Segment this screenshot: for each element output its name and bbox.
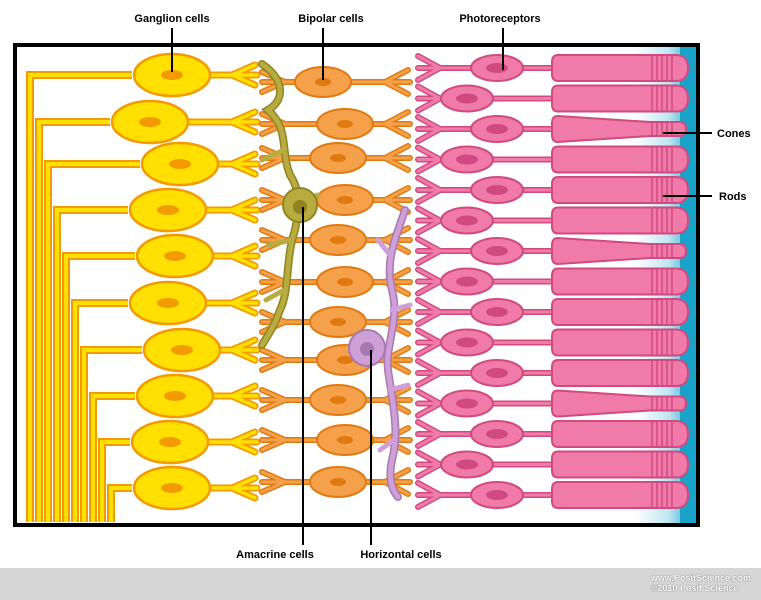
rod-cell (415, 144, 690, 175)
ganglion-cell (44, 141, 261, 522)
watermark-url: www.PositScience.com (650, 573, 751, 583)
rod-cell (415, 480, 690, 510)
rod-cell (415, 358, 690, 388)
ganglion-cell (80, 327, 261, 522)
ganglion-cell (89, 373, 261, 522)
watermark: www.PositScience.com ©2010 Posit Science (651, 573, 751, 593)
callouts: Ganglion cells Bipolar cells Photorecept… (134, 13, 750, 561)
ganglion-cell (71, 280, 261, 522)
cone-cell (415, 388, 688, 419)
retina-frame (13, 43, 700, 527)
label-ganglion-cells: Ganglion cells (134, 13, 209, 25)
horizontal-cell (348, 206, 413, 501)
rod-cell (415, 297, 690, 327)
ganglion-cell (26, 52, 261, 522)
bipolar-cell (259, 66, 413, 98)
photoreceptor-layer (415, 53, 690, 510)
ganglion-cell (53, 187, 261, 522)
rod-cell (415, 266, 690, 297)
bipolar-cell (259, 384, 413, 416)
rod-cell (415, 449, 690, 480)
cone-cell (415, 114, 688, 144)
ganglion-cell (35, 99, 261, 522)
footer-band (0, 568, 761, 600)
ganglion-cell (62, 233, 261, 522)
bipolar-cell (259, 306, 413, 338)
label-rods: Rods (719, 191, 747, 203)
bipolar-cell (259, 424, 413, 456)
label-photoreceptors: Photoreceptors (459, 13, 540, 25)
watermark-copyright: ©2010 Posit Science (650, 583, 739, 593)
label-horizontal-cells: Horizontal cells (360, 549, 441, 561)
ganglion-cell (107, 465, 261, 522)
cone-cell (415, 236, 688, 266)
amacrine-cell (258, 60, 321, 349)
ganglion-layer (26, 52, 261, 522)
label-amacrine-cells: Amacrine cells (236, 549, 314, 561)
bipolar-cell (259, 108, 413, 140)
rod-cell (415, 419, 690, 449)
rod-cell (415, 53, 690, 83)
rod-cell (415, 205, 690, 236)
rod-cell (415, 175, 690, 205)
bipolar-cell (259, 466, 413, 498)
rod-cell (415, 327, 690, 358)
label-cones: Cones (717, 128, 751, 140)
rod-cell (415, 83, 690, 114)
ganglion-cell (98, 419, 261, 522)
label-bipolar-cells: Bipolar cells (298, 13, 363, 25)
